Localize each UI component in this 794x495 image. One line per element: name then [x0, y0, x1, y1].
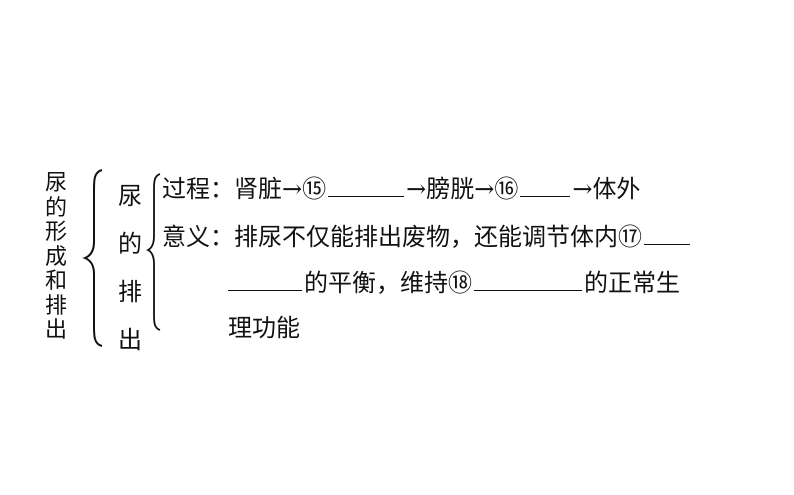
answer-blank-16[interactable] — [520, 174, 571, 197]
outer-title-char: 尿 — [44, 171, 67, 196]
meaning-final-line: 理功能 — [228, 314, 300, 342]
meaning-text-2: 的平衡，维持⑱ — [304, 269, 472, 297]
outer-title-char: 的 — [44, 195, 67, 221]
answer-blank-17b[interactable] — [228, 268, 302, 291]
outer-title-char: 形 — [44, 220, 67, 245]
answer-blank-17a[interactable] — [644, 222, 690, 245]
meaning-text-3: 的正常生 — [584, 269, 680, 297]
outer-brace — [82, 169, 103, 347]
process-step-1: 肾脏→⑮ — [234, 175, 327, 203]
process-label: 过程： — [162, 175, 234, 203]
inner-title-char: 排 — [118, 278, 142, 306]
outer-topic-title: 尿 的 形 成 和 排 出 — [40, 171, 72, 344]
outer-title-char: 成 — [44, 244, 67, 270]
meaning-line: 意义：排尿不仅能排出废物，还能调节体内⑰ — [162, 222, 690, 251]
inner-title-char: 的 — [118, 230, 142, 258]
outer-title-char: 排 — [44, 293, 67, 319]
meaning-text-4: 理功能 — [228, 314, 300, 342]
meaning-continuation-line: 的平衡，维持⑱ 的正常生 — [228, 268, 680, 297]
meaning-label: 意义： — [162, 223, 234, 251]
inner-brace — [145, 173, 161, 331]
process-step-3: →体外 — [572, 175, 641, 203]
meaning-text-1: 排尿不仅能排出废物，还能调节体内⑰ — [234, 223, 642, 251]
outer-title-char: 和 — [44, 269, 67, 294]
answer-blank-15[interactable] — [328, 174, 405, 197]
inner-title-char: 尿 — [118, 182, 142, 210]
inner-topic-title: 尿 的 排 出 — [112, 172, 148, 364]
process-step-2: →膀胱→⑯ — [406, 175, 519, 203]
process-line: 过程：肾脏→⑮ →膀胱→⑯ →体外 — [162, 174, 641, 203]
outer-title-char: 出 — [44, 318, 67, 343]
inner-title-char: 出 — [118, 326, 142, 354]
answer-blank-18[interactable] — [474, 268, 582, 291]
